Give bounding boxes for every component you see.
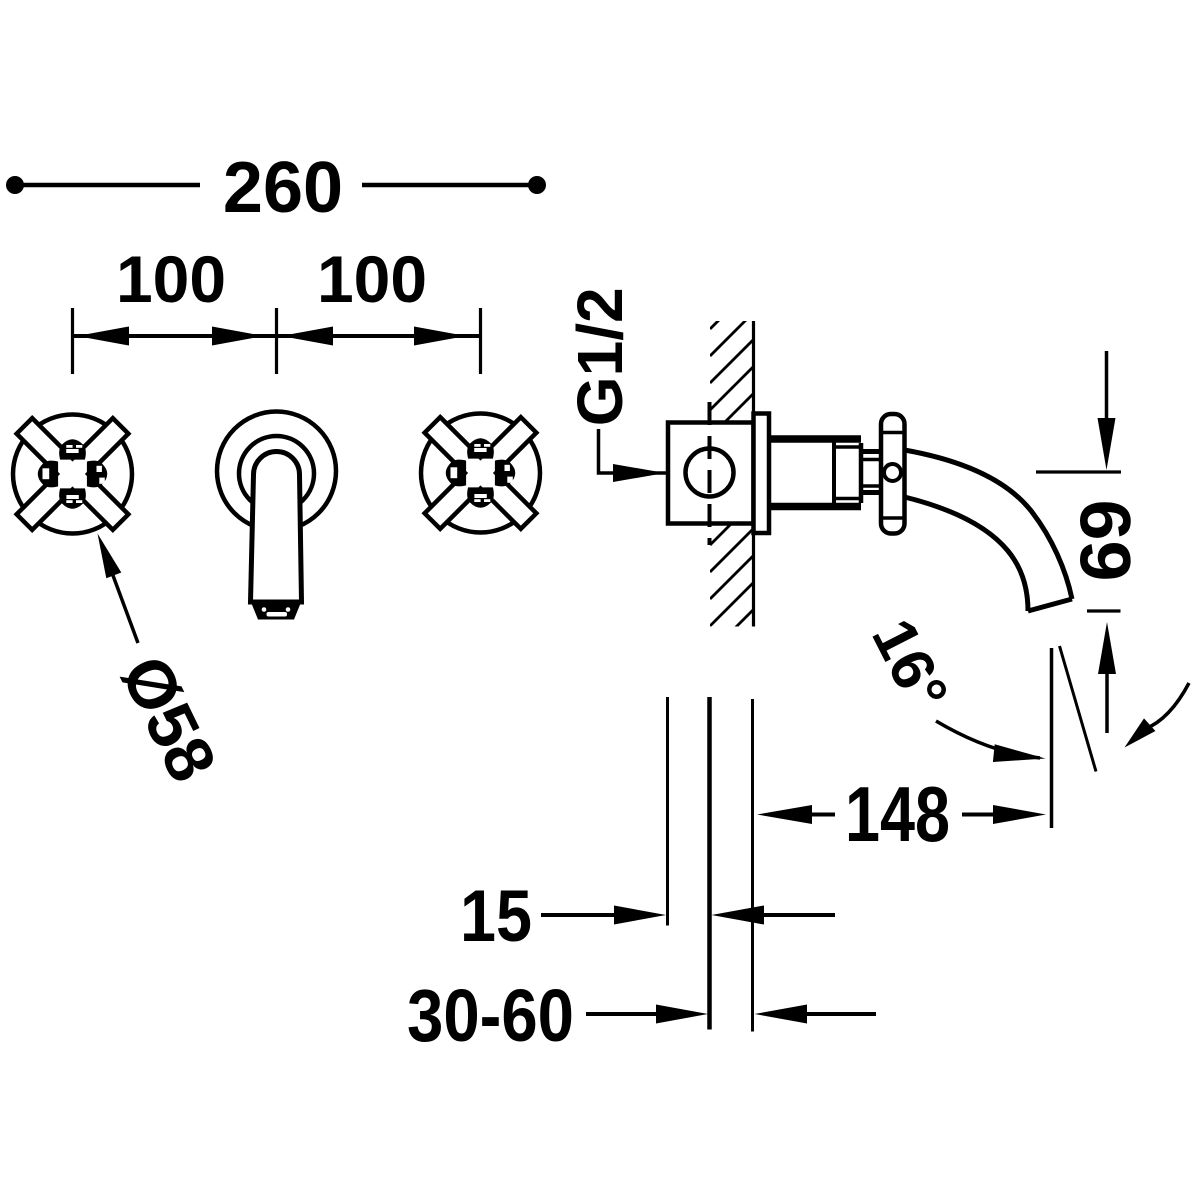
svg-text:69: 69 [1065, 500, 1144, 582]
svg-text:100: 100 [116, 242, 226, 316]
svg-text:100: 100 [317, 242, 427, 316]
svg-text:260: 260 [223, 148, 343, 228]
svg-text:148: 148 [845, 770, 950, 858]
svg-text:G1/2: G1/2 [564, 287, 636, 426]
svg-text:30-60: 30-60 [407, 974, 574, 1057]
svg-text:15: 15 [460, 876, 532, 957]
